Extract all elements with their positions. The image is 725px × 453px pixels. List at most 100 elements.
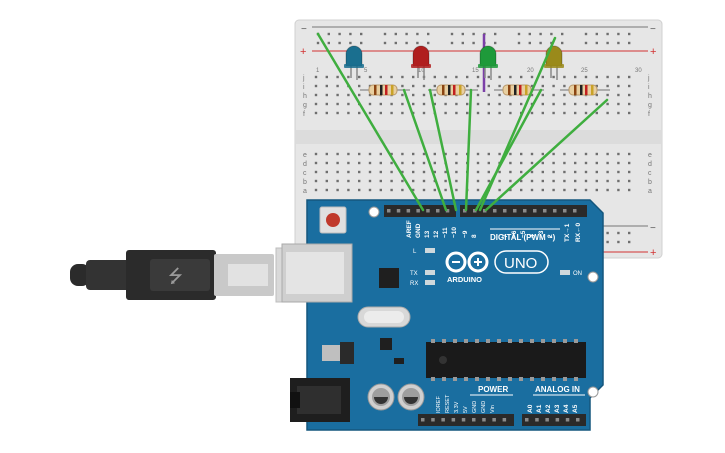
header-pin	[555, 418, 560, 422]
breadboard-hole	[472, 32, 475, 36]
breadboard-hole	[314, 170, 318, 174]
row-letter: h	[303, 93, 307, 100]
breadboard-hole	[561, 32, 564, 36]
breadboard-hole	[498, 102, 501, 106]
breadboard-hole	[466, 111, 469, 115]
breadboard-hole	[606, 41, 609, 45]
digital-header	[384, 205, 587, 217]
breadboard-hole	[325, 161, 328, 165]
pin-label: ~11	[442, 227, 449, 238]
reset-button-cap[interactable]	[326, 213, 340, 227]
breadboard-hole	[433, 188, 436, 192]
pin-label: TX→1	[564, 223, 571, 242]
breadboard-hole	[520, 161, 523, 165]
row-letter: c	[303, 170, 307, 177]
pin-label: A2	[545, 404, 552, 413]
atmega-chip	[426, 339, 586, 381]
breadboard-hole	[628, 93, 631, 97]
chip-pin	[475, 377, 479, 381]
breadboard-hole	[541, 170, 544, 174]
chip-pin	[486, 339, 490, 343]
chip-pin	[486, 377, 490, 381]
breadboard-hole	[390, 179, 393, 183]
rail-plus-bottom-right: +	[650, 247, 656, 259]
usb-chip	[379, 268, 399, 288]
header-pin	[543, 209, 547, 213]
header-pin	[387, 209, 391, 213]
breadboard-hole	[358, 111, 361, 115]
breadboard-hole	[360, 41, 363, 45]
breadboard-hole	[487, 161, 490, 165]
breadboard-hole	[416, 32, 419, 36]
breadboard-hole	[552, 152, 555, 156]
header-pin	[445, 209, 450, 213]
breadboard-hole	[628, 152, 631, 156]
breadboard-hole	[595, 84, 598, 88]
breadboard-hole	[617, 170, 620, 174]
breadboard-hole	[433, 161, 436, 165]
breadboard-hole	[541, 179, 544, 183]
breadboard-hole	[498, 152, 501, 156]
breadboard-hole	[347, 152, 350, 156]
breadboard-hole	[530, 75, 534, 79]
breadboard-hole	[476, 75, 480, 79]
breadboard-hole	[422, 188, 426, 192]
pin-label: ~9	[462, 230, 469, 238]
breadboard-hole	[347, 111, 350, 115]
breadboard-hole	[349, 41, 352, 45]
breadboard-hole	[487, 170, 490, 174]
breadboard-hole	[358, 93, 361, 97]
breadboard-hole	[563, 152, 566, 156]
resistor-4	[560, 84, 610, 96]
breadboard-hole	[368, 75, 372, 79]
breadboard-hole	[617, 240, 620, 244]
usb-symbol-icon: ⭍	[168, 266, 183, 286]
breadboard-hole	[314, 84, 318, 88]
breadboard-hole	[455, 111, 458, 115]
breadboard-holes-top	[314, 75, 631, 115]
breadboard-hole	[541, 111, 544, 115]
breadboard-hole	[433, 75, 436, 79]
breadboard-hole	[455, 75, 458, 79]
chip-pin	[431, 339, 435, 343]
breadboard-hole	[541, 84, 544, 88]
wire-pin-8	[478, 36, 557, 212]
breadboard-hole	[498, 111, 501, 115]
breadboard-hole	[628, 41, 631, 45]
header-pin	[463, 209, 467, 213]
breadboard-hole	[379, 188, 382, 192]
pin-label: RESET	[445, 394, 451, 413]
breadboard-hole	[444, 152, 447, 156]
header-pin	[431, 418, 435, 422]
breadboard-hole	[427, 41, 430, 45]
breadboard-hole	[444, 111, 447, 115]
pin-label: A5	[572, 404, 579, 413]
breadboard-hole	[552, 179, 555, 183]
header-pin	[396, 209, 401, 213]
breadboard-hole	[476, 179, 480, 183]
chip-pin	[442, 377, 446, 381]
breadboard-hole	[347, 75, 350, 79]
breadboard-hole	[595, 188, 598, 192]
header-pin	[441, 418, 445, 422]
breadboard-hole	[379, 152, 382, 156]
breadboard-hole	[498, 170, 501, 174]
pin-label: 8	[471, 234, 478, 238]
breadboard-hole	[444, 179, 447, 183]
chip-pin	[497, 339, 501, 343]
header-pin	[513, 209, 517, 213]
breadboard-hole	[401, 102, 404, 106]
breadboard-hole	[349, 32, 352, 36]
breadboard-hole	[336, 75, 339, 79]
chip-pin	[453, 377, 457, 381]
pin-label: 3.3V	[454, 401, 460, 413]
breadboard-hole	[316, 41, 320, 45]
breadboard-hole	[498, 188, 501, 192]
arduino-board: AREF GND 13 12 ~11 ~10 ~9 8 7 ~6 ~5 4 ~3…	[281, 199, 604, 431]
breadboard-hole	[530, 179, 534, 183]
header-pin	[533, 209, 537, 213]
breadboard-hole	[476, 188, 480, 192]
breadboard-hole	[563, 179, 566, 183]
breadboard-hole	[444, 170, 447, 174]
breadboard-hole	[517, 32, 521, 36]
